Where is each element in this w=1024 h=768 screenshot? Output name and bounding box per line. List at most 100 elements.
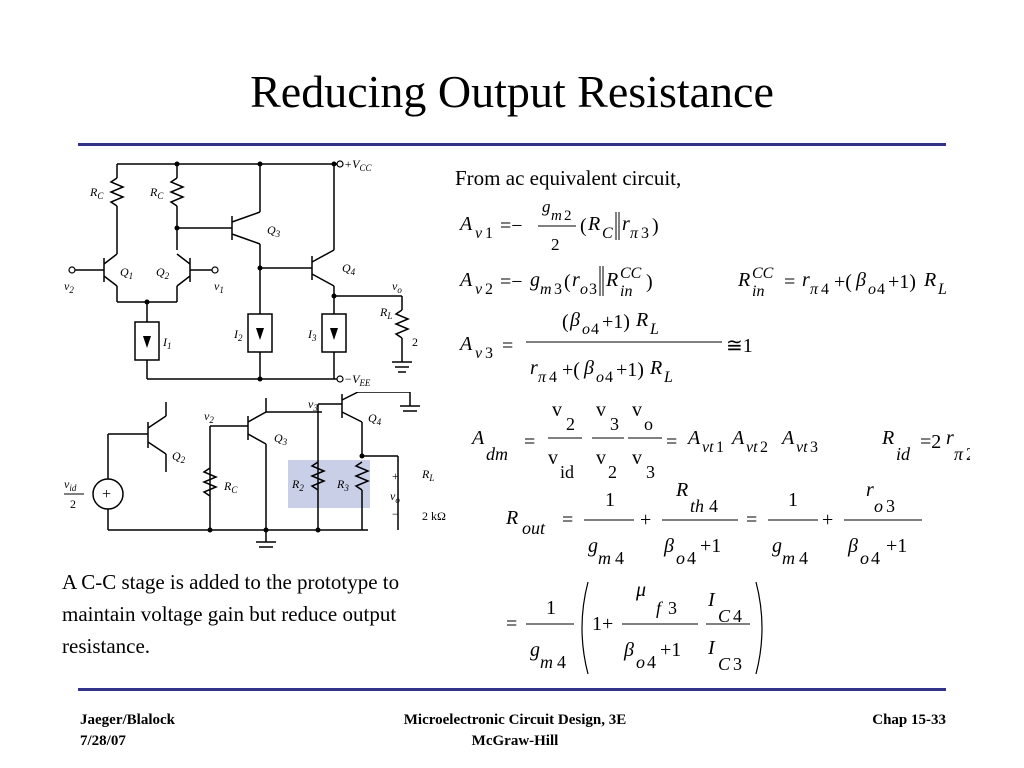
svg-text:2: 2 (760, 439, 768, 456)
svg-text:2: 2 (966, 444, 970, 464)
svg-text:C: C (718, 654, 731, 674)
q3-label: Q (267, 223, 276, 237)
svg-text:R: R (505, 507, 518, 529)
svg-text:Q1: Q1 (120, 265, 133, 281)
top-divider (78, 143, 946, 146)
svg-text:C: C (602, 225, 613, 242)
svg-text:o: o (874, 496, 883, 516)
svg-text:A: A (686, 427, 701, 449)
q2-label: Q (156, 265, 165, 279)
i3-label: I (307, 327, 313, 341)
svg-text:v: v (475, 281, 483, 298)
source-plus: + (102, 486, 111, 503)
svg-text:4: 4 (877, 281, 885, 298)
svg-text:R: R (605, 269, 618, 291)
vo-minus: − (392, 507, 399, 521)
svg-text:4: 4 (871, 548, 880, 568)
svg-text:1+: 1+ (592, 613, 613, 635)
svg-text:v2: v2 (204, 409, 214, 425)
svg-text:r: r (530, 357, 538, 379)
svg-text:π: π (538, 369, 547, 386)
r2-label: R (291, 477, 300, 491)
svg-text:m: m (782, 548, 795, 568)
svg-text:g: g (530, 639, 540, 661)
svg-text:β: β (569, 309, 580, 331)
svg-text:v: v (475, 345, 483, 362)
svg-text:L: L (649, 321, 659, 338)
svg-text:β: β (855, 269, 866, 291)
svg-text:A: A (470, 427, 485, 449)
svg-text:2: 2 (564, 208, 572, 224)
svg-text:in: in (620, 283, 632, 300)
svg-text:A: A (458, 333, 473, 355)
svg-text:4: 4 (821, 281, 829, 298)
q1-label: Q (120, 265, 129, 279)
svg-text:(: ( (580, 215, 587, 237)
svg-text:L: L (937, 281, 947, 298)
svg-text:4: 4 (549, 369, 557, 386)
svg-text:4: 4 (687, 548, 696, 568)
bottom-divider (78, 688, 946, 691)
svg-text:g: g (588, 535, 598, 557)
svg-text:1: 1 (546, 597, 556, 619)
svg-text:): ) (652, 215, 659, 237)
svg-text:g: g (542, 197, 551, 216)
svg-text:π: π (810, 281, 819, 298)
circuit-top: +VCC −VEE RC RC Q1 Q2 Q3 Q4 v2 v1 vo RL … (64, 157, 418, 388)
footer-left: Jaeger/Blalock 7/28/07 (80, 710, 175, 752)
svg-text:f: f (656, 598, 664, 618)
svg-text:4: 4 (615, 548, 624, 568)
svg-text:Q3: Q3 (267, 223, 281, 239)
rc-left-label: R (89, 185, 98, 199)
v3-node-label: v (308, 397, 314, 411)
svg-text:v1: v1 (214, 279, 224, 295)
svg-text:R: R (675, 479, 688, 501)
rl-value: 2 (412, 335, 418, 349)
svg-text:+1): +1) (616, 359, 644, 381)
svg-text:RL: RL (421, 467, 434, 483)
svg-text:π: π (954, 444, 964, 464)
svg-text:+1): +1) (602, 311, 630, 333)
svg-text:+1): +1) (888, 271, 916, 293)
svg-text:3: 3 (733, 654, 742, 674)
q3-label: Q (274, 431, 283, 445)
svg-text:R: R (587, 213, 600, 235)
svg-text:4: 4 (605, 369, 613, 386)
svg-text:R: R (923, 269, 936, 291)
svg-text:2: 2 (551, 235, 560, 254)
svg-text:r: r (802, 269, 810, 291)
q2-label: Q (172, 449, 181, 463)
svg-text:+(: +( (562, 359, 580, 381)
svg-text:out: out (522, 518, 546, 538)
svg-text:≅1: ≅1 (726, 335, 753, 357)
svg-text:v: v (632, 399, 642, 421)
svg-text:R: R (649, 357, 662, 379)
svg-text:+1: +1 (700, 535, 721, 557)
svg-text:v: v (596, 399, 606, 421)
svg-text:RC: RC (149, 185, 164, 201)
svg-text:RL: RL (379, 305, 392, 321)
svg-text:=: = (666, 431, 677, 453)
r3-label: R (336, 477, 345, 491)
svg-text:Q4: Q4 (342, 261, 356, 277)
svg-text:=: = (784, 271, 795, 293)
svg-text:β: β (663, 535, 674, 557)
svg-text:μ: μ (635, 579, 646, 601)
svg-text:4: 4 (733, 606, 742, 626)
vid-label: v (64, 477, 70, 491)
highlight-box (288, 460, 370, 508)
svg-text:Q2: Q2 (172, 449, 186, 465)
svg-text:4: 4 (591, 321, 599, 338)
rc-label: R (223, 479, 232, 493)
svg-text:th: th (690, 496, 704, 516)
svg-text:R: R (881, 427, 894, 449)
rc-mid-label: R (149, 185, 158, 199)
svg-text:3: 3 (554, 281, 562, 298)
svg-text:R2: R2 (291, 477, 304, 493)
